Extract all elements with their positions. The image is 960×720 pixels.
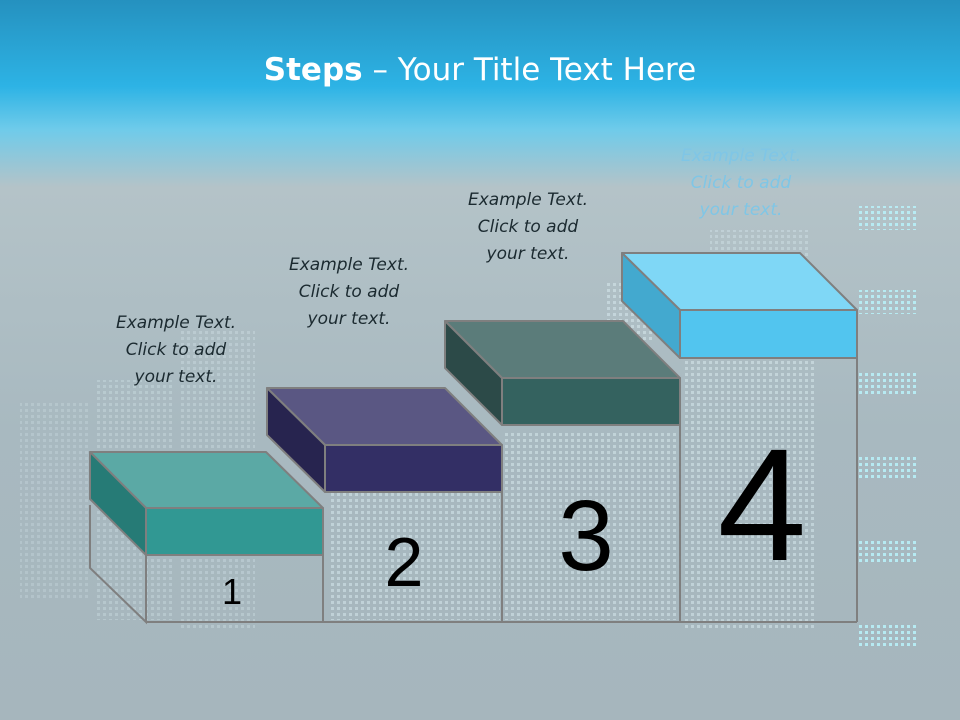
- slide-title[interactable]: Steps – Your Title Text Here: [0, 52, 960, 88]
- step-block-2[interactable]: [266, 387, 503, 493]
- title-bold-part: Steps: [263, 52, 363, 88]
- step-number-4: 4: [718, 415, 807, 594]
- step-caption-4[interactable]: Example Text. Click to add your text.: [680, 146, 802, 220]
- step-caption-2[interactable]: Example Text. Click to add your text.: [288, 255, 410, 329]
- steps-outline: [89, 358, 858, 625]
- step-number-2: 2: [385, 523, 424, 601]
- step-block-4[interactable]: [621, 252, 858, 359]
- step-number-1: 1: [222, 571, 242, 612]
- step-block-3[interactable]: [444, 320, 681, 426]
- step-caption-3[interactable]: Example Text. Click to add your text.: [467, 190, 589, 264]
- step-number-3: 3: [558, 480, 614, 592]
- title-rest-part: – Your Title Text Here: [362, 52, 697, 88]
- dotted-panels-decoration: [20, 230, 815, 630]
- right-dot-rows-decoration: [858, 206, 918, 646]
- step-block-1[interactable]: [89, 451, 324, 556]
- step-caption-1[interactable]: Example Text. Click to add your text.: [115, 313, 237, 387]
